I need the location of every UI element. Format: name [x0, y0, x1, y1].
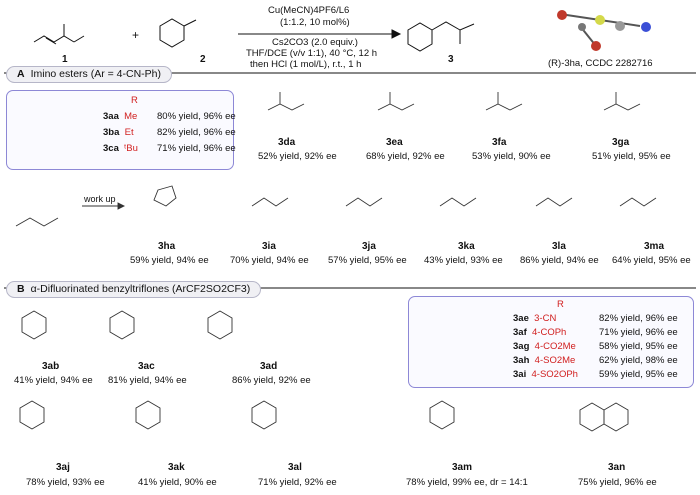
table-row-result: 71% yield, 96% ee — [157, 143, 236, 154]
compound-label: 3da — [278, 137, 296, 148]
section-a-letter: A — [17, 68, 25, 80]
compound-label: 3ak — [168, 462, 185, 473]
compound-result: 78% yield, 99% ee, dr = 14:1 — [406, 477, 528, 488]
compound-label: 3al — [288, 462, 302, 473]
compound-label: 3ac — [138, 361, 155, 372]
compound-result: 59% yield, 94% ee — [130, 255, 209, 266]
table-header-r: R — [131, 95, 138, 106]
compound-result: 86% yield, 92% ee — [232, 375, 311, 386]
table-row: 3ca ᵗBu — [103, 143, 138, 154]
table-row-result: 59% yield, 95% ee — [599, 369, 678, 380]
table-row: 3ag 4-CO2Me — [513, 341, 576, 352]
section-b-r-table: R 3ae 3-CN 82% yield, 96% ee 3af 4-COPh … — [408, 296, 694, 388]
compound-label: 3fa — [492, 137, 507, 148]
compound-result: 71% yield, 92% ee — [258, 477, 337, 488]
condition-catalyst: Cu(MeCN)4PF6/L6 — [268, 5, 350, 16]
table-row: 3ba Et — [103, 127, 134, 138]
reactant-1-label: 1 — [62, 54, 68, 65]
section-a-r-table: R 3aa Me 80% yield, 96% ee 3ba Et 82% yi… — [6, 90, 236, 170]
compound-result: 57% yield, 95% ee — [328, 255, 407, 266]
compound-label: 3ha — [158, 241, 176, 252]
compound-label: 3ka — [458, 241, 475, 252]
table-row-result: 82% yield, 96% ee — [599, 313, 678, 324]
table-row: 3ae 3-CN — [513, 313, 557, 324]
compound-result: 41% yield, 94% ee — [14, 375, 93, 386]
compound-result: 81% yield, 94% ee — [108, 375, 187, 386]
table-row-result: 71% yield, 96% ee — [599, 327, 678, 338]
table-row-result: 80% yield, 96% ee — [157, 111, 236, 122]
section-b-letter: B — [17, 283, 25, 295]
imine-chain — [33, 35, 75, 43]
compound-result: 70% yield, 94% ee — [230, 255, 309, 266]
table-row: 3ai 4-SO2OPh — [513, 369, 578, 380]
table-header-r: R — [557, 299, 564, 310]
product-label: 3 — [448, 54, 454, 65]
condition-workup: then HCl (1 mol/L), r.t., 1 h — [250, 59, 362, 70]
section-a-title: Imino esters (Ar = 4-CN-Ph) — [30, 68, 161, 80]
compound-result: 53% yield, 90% ee — [472, 151, 551, 162]
compound-result: 43% yield, 93% ee — [424, 255, 503, 266]
workup-label: work up — [84, 194, 116, 204]
compound-result: 78% yield, 93% ee — [26, 477, 105, 488]
section-b-title: α-Difluorinated benzyltriflones (ArCF2SO… — [30, 283, 251, 295]
compound-result: 51% yield, 95% ee — [592, 151, 671, 162]
compound-label: 3ea — [386, 137, 403, 148]
table-row-result: 58% yield, 95% ee — [599, 341, 678, 352]
condition-ratio: (1:1.2, 10 mol%) — [280, 17, 350, 28]
table-row: 3aa Me — [103, 111, 138, 122]
compound-label: 3ab — [42, 361, 60, 372]
compound-label: 3ma — [644, 241, 665, 252]
table-row-result: 62% yield, 98% ee — [599, 355, 678, 366]
compound-result: 52% yield, 92% ee — [258, 151, 337, 162]
reactant-2-label: 2 — [200, 54, 206, 65]
compound-result: 64% yield, 95% ee — [612, 255, 691, 266]
condition-solvent: THF/DCE (v/v 1:1), 40 °C, 12 h — [246, 48, 378, 59]
xray-caption: (R)-3ha, CCDC 2282716 — [548, 58, 653, 69]
compound-label: 3am — [452, 462, 473, 473]
aryl-ring-3 — [407, 22, 433, 52]
compound-result: 86% yield, 94% ee — [520, 255, 599, 266]
compound-result: 75% yield, 96% ee — [578, 477, 657, 488]
compound-label: 3ia — [262, 241, 276, 252]
compound-result: 68% yield, 92% ee — [366, 151, 445, 162]
compound-label: 3ja — [362, 241, 376, 252]
section-a-chip: A Imino esters (Ar = 4-CN-Ph) — [6, 66, 172, 83]
compound-label: 3la — [552, 241, 566, 252]
compound-label: 3ga — [612, 137, 630, 148]
condition-base: Cs2CO3 (2.0 equiv.) — [272, 37, 358, 48]
xray-structure — [557, 10, 651, 51]
compound-label: 3aj — [56, 462, 70, 473]
table-row: 3ah 4-SO2Me — [513, 355, 576, 366]
compound-result: 41% yield, 90% ee — [138, 477, 217, 488]
compound-label: 3ad — [260, 361, 278, 372]
table-row: 3af 4-COPh — [513, 327, 567, 338]
table-row-result: 82% yield, 96% ee — [157, 127, 236, 138]
compound-label: 3an — [608, 462, 626, 473]
plus-sign: + — [132, 28, 140, 42]
aryl-ring-2 — [159, 18, 185, 48]
